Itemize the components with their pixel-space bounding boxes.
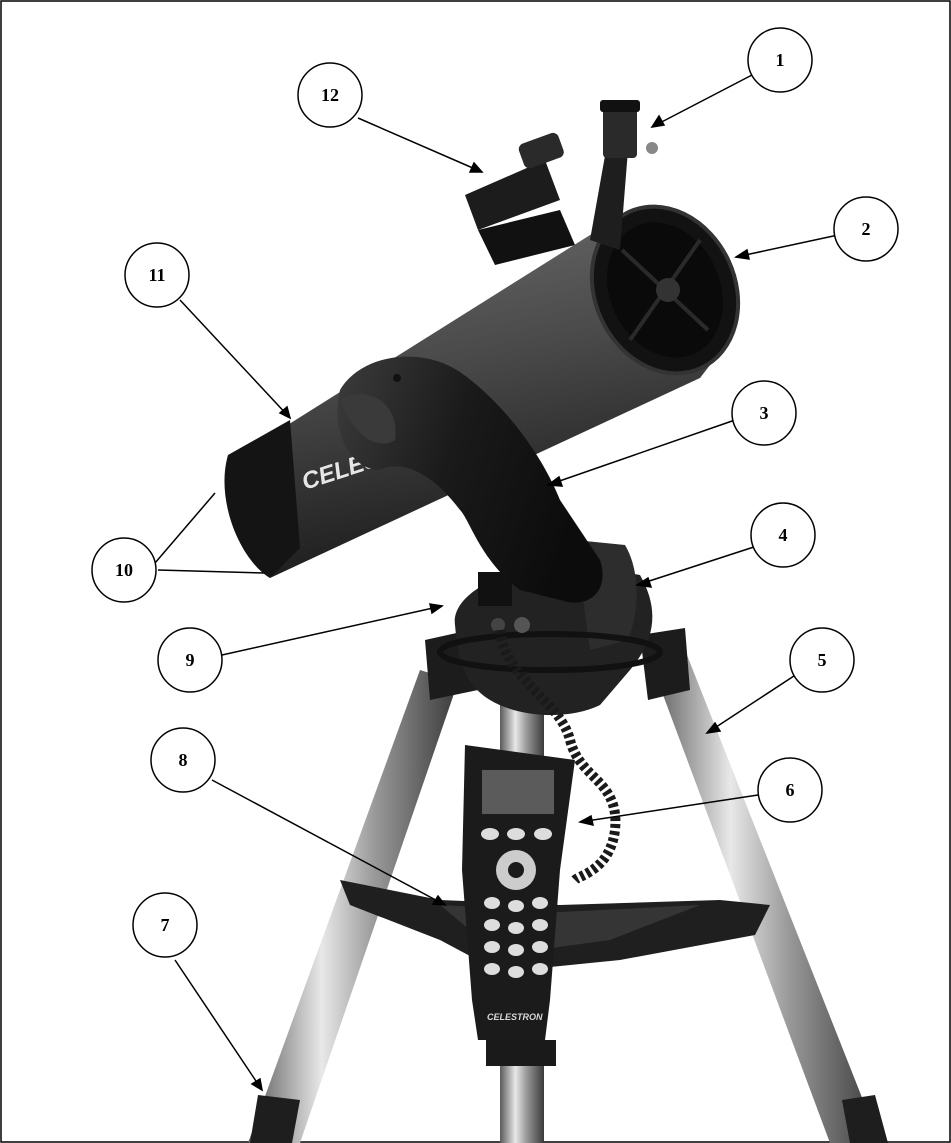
callout-label-2: 2: [862, 219, 871, 239]
key-scroll-down: [532, 963, 548, 975]
leg-clamp-left: [250, 1095, 300, 1143]
eyepiece-cap: [600, 100, 640, 112]
key-top-center: [507, 828, 525, 840]
direction-pad-center: [508, 862, 524, 878]
key-4: [484, 919, 500, 931]
callout-9: 9: [158, 628, 222, 692]
key-3: [532, 897, 548, 909]
callout-label-8: 8: [179, 750, 188, 770]
key-2: [508, 900, 524, 912]
callout-8: 8: [151, 728, 215, 792]
fork-arm-screw: [393, 374, 401, 382]
focuser-knob: [646, 142, 658, 154]
callout-12: 12: [298, 63, 362, 127]
callout-10: 10: [92, 538, 156, 602]
callout-label-11: 11: [148, 265, 165, 285]
callout-6: 6: [758, 758, 822, 822]
eyepiece: [603, 108, 637, 158]
callout-4: 4: [751, 503, 815, 567]
callout-7: 7: [133, 893, 197, 957]
hand-control-screen: [482, 770, 554, 814]
callout-label-7: 7: [161, 915, 170, 935]
callout-label-3: 3: [760, 403, 769, 423]
callout-3: 3: [732, 381, 796, 445]
secondary-mirror: [656, 278, 680, 302]
callout-label-9: 9: [186, 650, 195, 670]
key-6: [532, 919, 548, 931]
callout-11: 11: [125, 243, 189, 307]
callout-label-5: 5: [818, 650, 827, 670]
callout-5: 5: [790, 628, 854, 692]
key-5: [508, 922, 524, 934]
callout-label-4: 4: [779, 525, 788, 545]
key-1: [484, 897, 500, 909]
key-top-left: [481, 828, 499, 840]
hand-control-logo: CELESTRON: [487, 1012, 543, 1022]
key-8: [508, 944, 524, 956]
callout-label-10: 10: [115, 560, 133, 580]
callout-1: 1: [748, 28, 812, 92]
key-top-right: [534, 828, 552, 840]
callout-2: 2: [834, 197, 898, 261]
key-7: [484, 941, 500, 953]
callout-label-12: 12: [321, 85, 339, 105]
key-0: [508, 966, 524, 978]
callout-label-6: 6: [786, 780, 795, 800]
key-9: [532, 941, 548, 953]
panel-switch: [514, 617, 530, 633]
key-scroll-up: [484, 963, 500, 975]
leg-clamp-center: [486, 1040, 556, 1066]
callout-label-1: 1: [776, 50, 785, 70]
